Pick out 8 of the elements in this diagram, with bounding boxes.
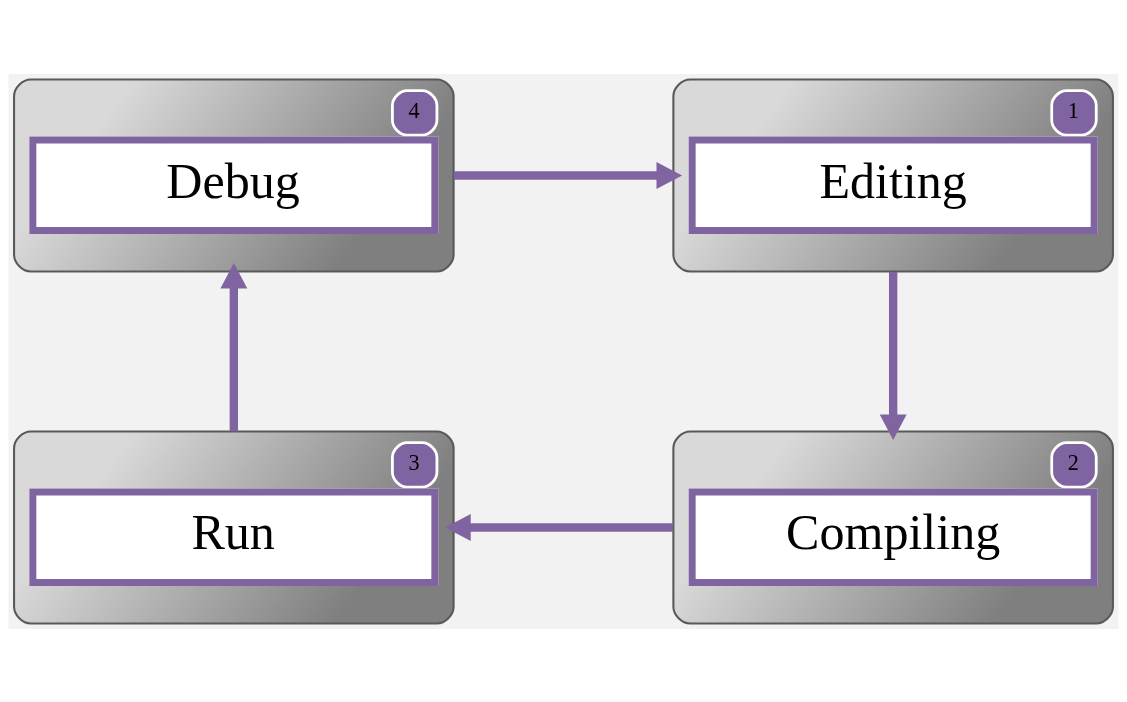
node-box: 4 Debug xyxy=(13,78,455,273)
node-box: 1 Editing xyxy=(672,78,1114,273)
node-box: 2 Compiling xyxy=(672,429,1114,624)
arrow xyxy=(454,161,683,189)
arrow xyxy=(220,262,248,431)
node-box: 3 Run xyxy=(13,429,455,624)
arrow xyxy=(445,513,674,541)
arrow xyxy=(879,271,907,440)
